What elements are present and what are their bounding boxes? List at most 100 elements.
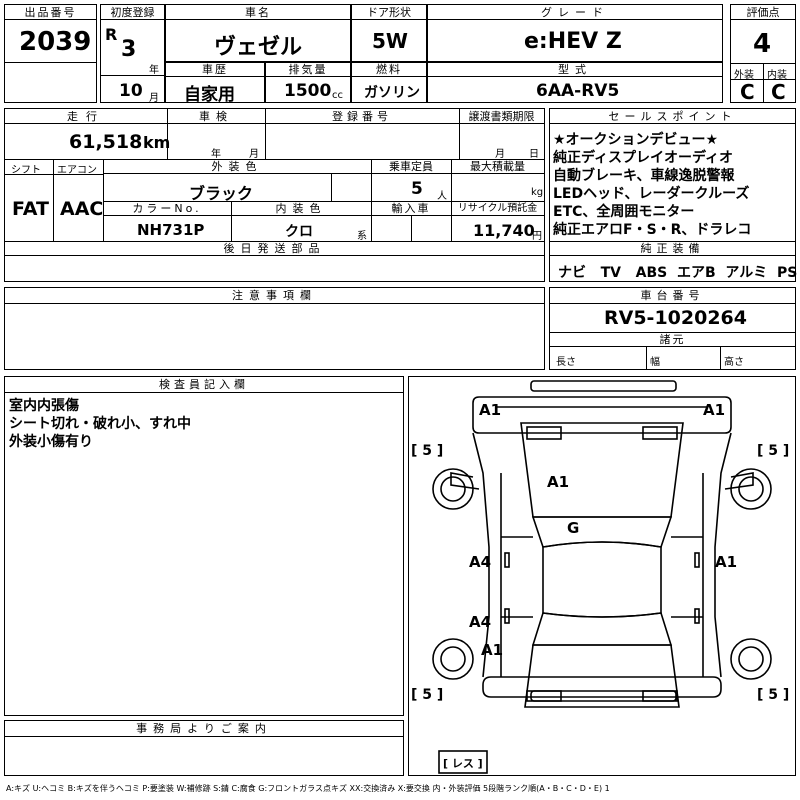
grade-label: グレード [428,5,722,20]
history-value: 自家用 [184,85,235,105]
door-label: ドア形状 [352,5,426,20]
damage-mark: A1 [715,553,737,571]
transfer-day-unit: 日 [529,149,539,160]
reg-year: 3 [121,37,137,62]
int-color-unit: 系 [357,231,367,242]
import-label: 輸入車 [371,202,451,216]
color-no-value: NH731P [137,221,205,239]
shift-label: シフト [11,165,41,176]
recycle-label: リサイクル預託金 [451,202,544,216]
car-name: ヴェゼル [214,35,303,60]
fuel-cell: 燃料 ガソリン [351,62,427,103]
displacement-cell: 排気量 1500 cc [265,62,351,103]
damage-mark: A1 [547,473,569,491]
sales-point-line: LEDヘッド、レーダークルーズ [553,186,750,202]
sales-point-line: 自動ブレーキ、車線逸脱警報 [553,168,735,184]
equipment-label: 純正装備 [550,242,795,256]
length-label: 長さ [556,357,576,368]
reg-label: 初度登録 [101,5,164,20]
equipment-item: エアB [676,265,716,281]
car-diagram-svg: A1 A1 A1 G A4 A1 A4 A1 [ 5 ] [ 5 ] [ 5 ]… [411,380,789,774]
fuel-label: 燃料 [352,63,426,77]
recycle-value: 11,740 [473,221,535,240]
mileage-label: 走行 [5,109,167,124]
model-cell: 型式 6AA-RV5 [427,62,723,103]
exterior-label: 外装 [734,70,754,81]
capacity-value: 5 [411,179,423,199]
interior-value: C [771,80,786,104]
vehicle-details: 走行 車検 登録番号 譲渡書類期限 61,518 km 年 月 月 日 シフト … [4,108,545,282]
model-label: 型式 [428,63,722,77]
lot-label: 出品番号 [5,5,96,20]
chassis-label: 車台番号 [550,288,795,304]
recycle-unit: 円 [532,231,542,242]
sales-points-label: セールスポイント [550,109,795,124]
int-color-value: クロ [285,224,313,240]
interior-label: 内装 [767,70,787,81]
chassis-box: 車台番号 RV5-1020264 諸元 長さ 幅 高さ [549,287,796,370]
spare-tire: [ レス ] [443,757,483,770]
reg-month: 10 [119,81,143,101]
color-value: ブラック [189,184,254,203]
damage-mark: G [567,519,579,537]
mileage-unit: km [143,133,171,152]
displacement-value: 1500 [284,81,332,101]
score-cell: 評価点 4 外装 内装 C C [730,4,796,104]
inspector-note: 室内内張傷 [9,398,79,414]
door-cell: ドア形状 5W [351,4,427,62]
damage-mark: A1 [479,401,501,419]
tire-tread: [ 5 ] [411,443,443,459]
color-no-label: カラーNo. [103,202,231,216]
car-name-cell: 車名 ヴェゼル [165,4,351,62]
office-label: 事務局よりご案内 [5,721,403,737]
grade-value: e:HEV Z [524,29,622,54]
car-name-label: 車名 [166,5,350,20]
equipment-list: ナビ TV ABS エアB アルミ PS PW [558,262,800,282]
transfer-label: 譲渡書類期限 [459,109,544,124]
tire-tread: [ 5 ] [411,687,443,703]
reg-month-unit: 月 [149,93,159,104]
equipment-item: PS [777,265,798,281]
chassis-number: RV5-1020264 [604,307,747,329]
inspection-year-unit: 年 [211,149,221,160]
history-cell: 車歴 自家用 [165,62,265,105]
later-parts-label: 後日発送部品 [5,242,544,256]
mileage-value: 61,518 [69,131,143,153]
model-value: 6AA-RV5 [536,81,620,101]
inspection-label: 車検 [167,109,265,124]
spec-label: 諸元 [550,332,795,347]
lot-number: 2039 [19,27,92,57]
tire-tread: [ 5 ] [757,687,789,703]
car-diagram: A1 A1 A1 G A4 A1 A4 A1 [ 5 ] [ 5 ] [ 5 ]… [408,376,796,776]
notes-label: 注意事項欄 [5,288,544,304]
notes-box: 注意事項欄 [4,287,545,370]
door-value: 5W [372,29,408,53]
equipment-item: ナビ [558,265,586,281]
inspector-box: 検査員記入欄 室内内張傷 シート切れ・破れ小、すれ中 外装小傷有り [4,376,404,716]
score-label: 評価点 [731,5,795,20]
office-box: 事務局よりご案内 [4,720,404,776]
first-registration-cell: 初度登録 R 3 年 10 月 [100,4,165,104]
inspector-note: 外装小傷有り [9,434,93,450]
load-label: 最大積載量 [451,160,544,174]
reg-era: R [105,25,118,44]
height-label: 高さ [724,357,744,368]
capacity-label: 乗車定員 [371,160,451,174]
exterior-value: C [740,80,755,104]
damage-mark: A1 [481,641,503,659]
damage-mark: A1 [703,401,725,419]
int-color-label: 内装色 [231,202,371,216]
shift-value: FAT [12,198,49,220]
sales-point-line: 純正ディスプレイオーディオ [553,150,734,166]
plate-label: 登録番号 [265,109,459,124]
sales-point-line: 純正エアロF・S・R、ドラレコ [553,222,752,238]
sales-point-line: ETC、全周囲モニター [553,204,695,220]
legend: A:キズ U:ヘコミ B:キズを伴うヘコミ P:要塗装 W:補修跡 S:錆 C:… [6,784,610,793]
sales-point-line: ★オークションデビュー★ [553,132,719,148]
ac-label: エアコン [57,165,97,176]
equipment-item: ABS [635,265,668,281]
inspector-label: 検査員記入欄 [5,377,403,393]
displacement-unit: cc [332,90,343,101]
transfer-month-unit: 月 [495,149,505,160]
history-label: 車歴 [166,63,264,77]
